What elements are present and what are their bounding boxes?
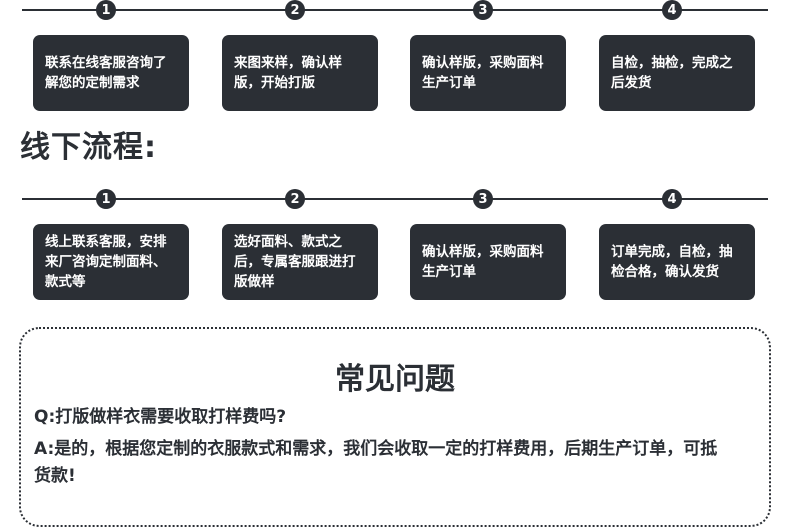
step-text: 自检，抽检，完成之后发货 bbox=[611, 55, 733, 91]
step-number-online-1: 1 bbox=[96, 0, 116, 20]
faq-question: Q:打版做样衣需要收取打样费吗? bbox=[34, 407, 287, 427]
step-card-online-1: 联系在线客服咨询了解您的定制需求 bbox=[33, 35, 189, 111]
step-number-online-3: 3 bbox=[473, 0, 493, 20]
step-text: 订单完成，自检，抽检合格，确认发货 bbox=[611, 244, 733, 280]
faq-answer: A:是的，根据您定制的衣服款式和需求，我们会收取一定的打样费用，后期生产订单，可… bbox=[34, 439, 718, 486]
step-number-offline-3: 3 bbox=[473, 189, 493, 209]
step-card-online-4: 自检，抽检，完成之后发货 bbox=[599, 35, 755, 111]
step-text: 确认样版，采购面料生产订单 bbox=[422, 244, 544, 280]
step-number-online-4: 4 bbox=[662, 0, 682, 20]
step-card-offline-4: 订单完成，自检，抽检合格，确认发货 bbox=[599, 224, 755, 300]
step-text: 确认样版，采购面料生产订单 bbox=[422, 55, 544, 91]
step-text: 联系在线客服咨询了解您的定制需求 bbox=[45, 55, 167, 91]
step-text: 线上联系客服，安排来厂咨询定制面料、款式等 bbox=[45, 234, 167, 290]
step-card-offline-1: 线上联系客服，安排来厂咨询定制面料、款式等 bbox=[33, 224, 189, 300]
step-card-online-3: 确认样版，采购面料生产订单 bbox=[410, 35, 566, 111]
step-text: 选好面料、款式之后，专属客服跟进打版做样 bbox=[234, 234, 356, 290]
step-card-offline-3: 确认样版，采购面料生产订单 bbox=[410, 224, 566, 300]
step-number-offline-4: 4 bbox=[662, 189, 682, 209]
step-card-offline-2: 选好面料、款式之后，专属客服跟进打版做样 bbox=[222, 224, 378, 300]
step-number-offline-2: 2 bbox=[285, 189, 305, 209]
faq-title: 常见问题 bbox=[335, 362, 455, 397]
offline-process-title: 线下流程: bbox=[20, 130, 157, 165]
step-number-online-2: 2 bbox=[285, 0, 305, 20]
step-card-online-2: 来图来样，确认样版，开始打版 bbox=[222, 35, 378, 111]
process-line-online bbox=[22, 9, 768, 11]
step-number-offline-1: 1 bbox=[96, 189, 116, 209]
process-line-offline bbox=[22, 198, 768, 200]
step-text: 来图来样，确认样版，开始打版 bbox=[234, 55, 342, 91]
